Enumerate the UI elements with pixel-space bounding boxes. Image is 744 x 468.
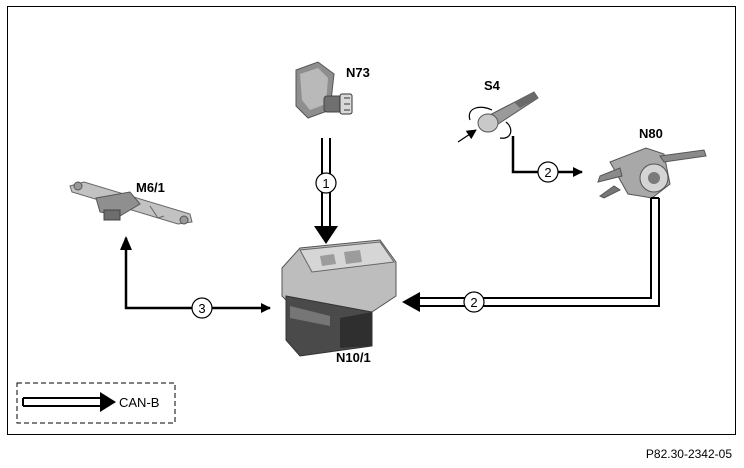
label-n80: N80 bbox=[639, 126, 663, 141]
connection-2-top: 2 bbox=[511, 136, 583, 183]
connection-2-bottom: 2 bbox=[402, 197, 660, 313]
connection-badge bbox=[191, 297, 213, 319]
connection-number: 2 bbox=[470, 295, 477, 310]
control-unit-icon bbox=[281, 239, 397, 357]
connection-badge bbox=[537, 161, 559, 183]
connection-badge bbox=[315, 172, 337, 194]
switch-stalk-icon bbox=[457, 91, 539, 143]
ignition-lock-icon bbox=[295, 61, 353, 119]
steering-column-module-icon bbox=[597, 147, 707, 199]
legend-can-b: CAN-B bbox=[119, 395, 159, 410]
label-s4: S4 bbox=[484, 78, 501, 93]
connection-number: 3 bbox=[198, 301, 205, 316]
label-n73: N73 bbox=[346, 65, 370, 80]
connection-badge bbox=[463, 291, 485, 313]
connection-1: 1 bbox=[314, 138, 338, 244]
connection-number: 2 bbox=[544, 165, 551, 180]
connection-3: 3 bbox=[120, 236, 271, 319]
legend: CAN-B bbox=[16, 382, 176, 424]
label-m6-1: M6/1 bbox=[136, 180, 165, 195]
diagram-frame bbox=[7, 6, 736, 435]
wiper-motor-icon bbox=[69, 181, 193, 225]
figure-reference: P82.30-2342-05 bbox=[645, 447, 732, 461]
label-n10-1: N10/1 bbox=[336, 350, 371, 365]
connection-number: 1 bbox=[322, 176, 329, 191]
